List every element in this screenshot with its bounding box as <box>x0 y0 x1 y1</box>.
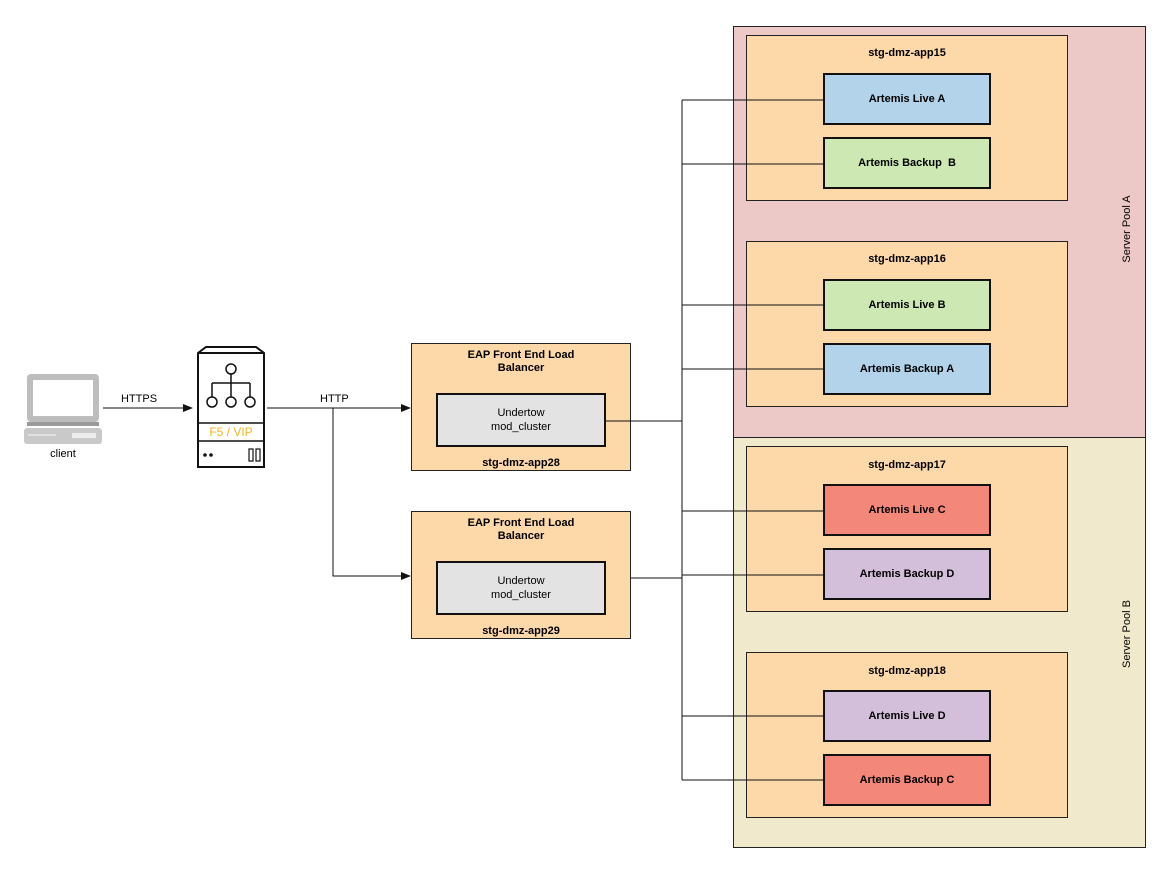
load-balancer-hostname: stg-dmz-app29 <box>482 625 560 637</box>
http-edge-label: HTTP <box>320 393 349 405</box>
load-balancer-title-line: EAP Front End Load <box>467 349 575 361</box>
load-balancer-title: EAP Front End Load Balancer <box>412 349 630 375</box>
artemis-node[interactable]: Artemis Live B <box>823 279 991 331</box>
load-balancer-title-line: EAP Front End Load <box>467 517 575 529</box>
artemis-node[interactable]: Artemis Live D <box>823 690 991 742</box>
client-label: client <box>50 448 76 460</box>
artemis-node[interactable]: Artemis Backup C <box>823 754 991 806</box>
load-balancer-title: EAP Front End Load Balancer <box>412 517 630 543</box>
f5-vip-appliance[interactable]: F5 / VIP <box>194 345 268 469</box>
undertow-line: Undertow <box>497 407 545 419</box>
load-balancer-hostname: stg-dmz-app28 <box>482 457 560 469</box>
load-balancer-title-line: Balancer <box>497 362 545 374</box>
artemis-node[interactable]: Artemis Backup A <box>823 343 991 395</box>
laptop-icon <box>24 374 102 444</box>
f5-vip-label: F5 / VIP <box>209 425 253 439</box>
https-edge-label: HTTPS <box>121 393 158 405</box>
artemis-node[interactable]: Artemis Live C <box>823 484 991 536</box>
mod-cluster-line: mod_cluster <box>491 589 551 601</box>
load-balancer-appliance-icon <box>197 346 265 468</box>
artemis-node[interactable]: Artemis Backup B <box>823 137 991 189</box>
undertow-node[interactable]: Undertow mod_cluster <box>436 561 606 615</box>
server-hostname: stg-dmz-app18 <box>868 665 946 677</box>
artemis-node[interactable]: Artemis Backup D <box>823 548 991 600</box>
mod-cluster-line: mod_cluster <box>491 421 551 433</box>
server-hostname: stg-dmz-app17 <box>868 459 946 471</box>
server-hostname: stg-dmz-app16 <box>868 253 946 265</box>
artemis-node[interactable]: Artemis Live A <box>823 73 991 125</box>
client-node[interactable]: client <box>22 372 104 462</box>
load-balancer-title-line: Balancer <box>497 530 545 542</box>
server-hostname: stg-dmz-app15 <box>868 47 946 59</box>
undertow-node[interactable]: Undertow mod_cluster <box>436 393 606 447</box>
undertow-line: Undertow <box>497 575 545 587</box>
